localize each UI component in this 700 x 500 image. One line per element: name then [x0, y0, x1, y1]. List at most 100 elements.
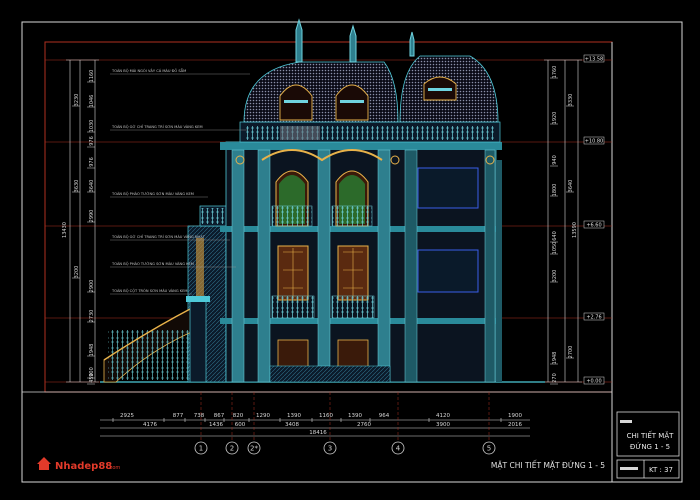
grid-axis-label: 1 — [199, 445, 203, 453]
right_dims_inner-value: 3200 — [552, 270, 558, 283]
level-marker-box — [583, 136, 605, 145]
title-block: CHI TIẾT MẶT ĐỨNG 1 - 5 KT : 37 — [616, 411, 680, 479]
dim-mid-value: 2760 — [357, 422, 371, 428]
right_dims_inner-value: 1800 — [552, 184, 558, 197]
sheet-title-line2: ĐỨNG 1 - 5 — [630, 442, 670, 451]
left_dims_inner-value: 976 — [89, 136, 95, 146]
dim-top-value: 738 — [194, 413, 205, 419]
left-inner-dimensions: 1160 1046 1030 976 976 3640 2990 2900 2730 1948 90… — [87, 70, 95, 385]
drawing-caption: MẶT CHI TIẾT MẶT ĐỨNG 1 - 5 — [491, 460, 605, 470]
dim-top-value: 820 — [233, 413, 244, 419]
left_dims_inner-value: 2900 — [89, 280, 95, 293]
grid-axis-bubble — [482, 441, 496, 455]
total-dimension: 18416 — [309, 430, 327, 436]
grid-axis-label: 2* — [250, 445, 258, 453]
material-note: TOÀN BỘ CỘT TRÒN SƠN MÀU VÀNG KEM — [111, 288, 187, 293]
middle-dimension-row: 4176 1436 600 3408 2760 3900 2016 — [143, 422, 522, 428]
grid-axis-bubble — [391, 441, 405, 455]
left-dimension-lines — [66, 59, 99, 383]
brand-suffix: .com — [108, 465, 120, 471]
left_dims_outer-value: 3630 — [74, 180, 80, 193]
grid-axis-bubble — [323, 441, 337, 455]
dim-top-value: 1900 — [508, 413, 522, 419]
horizontal-dimension-lines — [100, 419, 530, 437]
dim-top-value: 1290 — [256, 413, 270, 419]
right_dims_outer-value: 3330 — [568, 94, 574, 107]
material-note: TOÀN BỘ GỜ CHỈ TRANG TRÍ SƠN MÀU VÀNG NH… — [111, 234, 206, 239]
left_dims_inner-value: 2730 — [89, 310, 95, 323]
left_dims_inner-value: 3640 — [89, 180, 95, 193]
sheet-title-line1: CHI TIẾT MẶT — [627, 430, 675, 440]
left_dims_inner-value: 900 — [89, 367, 95, 377]
grid-axis-lines — [200, 392, 490, 441]
house-logo-icon — [37, 457, 51, 470]
dim-mid-value: 4176 — [143, 422, 157, 428]
dim-mid-value: 3900 — [436, 422, 450, 428]
grid-axis-bubble — [194, 441, 208, 455]
left_dims_inner-value: 1046 — [89, 95, 95, 108]
material-note: TOÀN BỘ PHÀO TƯỜNG SƠN MÀU VÀNG KEM — [111, 191, 194, 196]
left_dims_outer-value: 3230 — [74, 94, 80, 107]
level-marker-box — [583, 376, 605, 385]
right_dims_inner-value: 1050 — [552, 242, 558, 255]
level-value: +0.00 — [586, 379, 601, 385]
left_dims_inner-value: 450 — [89, 373, 95, 383]
left-total-dimension: 13430 — [62, 222, 68, 238]
material-notes: TOÀN BỘ MÁI NGÓI VẢY CÁ MÀU ĐỎ SẪM TOÀN B… — [111, 68, 206, 293]
brand-logo: Nhadep88 .com — [37, 457, 120, 472]
material-note: TOÀN BỘ GỜ CHỈ TRANG TRÍ SƠN MÀU VÀNG KE… — [111, 124, 203, 129]
grid-axis-bubble — [225, 441, 239, 455]
right_dims_inner-value: 1760 — [552, 66, 558, 79]
grid-axis-label: 4 — [396, 445, 401, 453]
sheet-code: KT : 37 — [649, 466, 673, 474]
level-value: +6.60 — [586, 223, 601, 229]
left_dims_inner-value: 976 — [89, 157, 95, 167]
top-dimension-row: 2925 877 738 867 820 1290 1390 1160 1390 964 4120 1… — [112, 413, 522, 422]
level-marker-box — [583, 220, 605, 229]
right_dims_inner-value: 1948 — [552, 352, 558, 365]
left_dims_inner-value: 2990 — [89, 210, 95, 223]
dim-mid-value: 3408 — [285, 422, 299, 428]
right_dims_inner-value: 270 — [552, 373, 558, 383]
material-note: TOÀN BỘ PHÀO TƯỜNG SƠN MÀU VÀNG KEM — [111, 261, 194, 266]
right_dims_outer-value: 3640 — [568, 180, 574, 193]
dim-top-value: 1390 — [348, 413, 362, 419]
left_dims_inner-value: 1160 — [89, 70, 95, 83]
grid-axis-label: 2 — [230, 445, 234, 453]
villa-elevation — [100, 18, 545, 383]
dim-top-value: 877 — [173, 413, 184, 419]
outer-frame — [21, 21, 683, 483]
dim-mid-value: 1436 — [209, 422, 223, 428]
right_dims_inner-value: 640 — [552, 231, 558, 241]
note-leaders — [110, 73, 250, 295]
level-value: +2.76 — [586, 315, 601, 321]
dim-top-value: 2925 — [120, 413, 134, 419]
level-marker-box — [583, 54, 605, 63]
grid-axis-bubble — [247, 441, 261, 455]
dim-top-value: 1390 — [287, 413, 301, 419]
grid-axis-label: 3 — [328, 445, 332, 453]
dim-top-value: 867 — [214, 413, 225, 419]
level-marker-box — [583, 312, 605, 321]
right_dims_inner-value: 940 — [552, 155, 558, 165]
material-note: TOÀN BỘ MÁI NGÓI VẢY CÁ MÀU ĐỎ SẪM — [111, 68, 186, 73]
dim-mid-value: 600 — [235, 422, 246, 428]
dim-mid-value: 2016 — [508, 422, 522, 428]
level-value: +10.80 — [585, 139, 604, 145]
right_dims_inner-value: 1920 — [552, 112, 558, 125]
left_dims_inner-value: 1030 — [89, 120, 95, 133]
right-outer-dimensions: 3330 3640 2700 — [566, 94, 574, 359]
dim-top-value: 964 — [379, 413, 390, 419]
dim-top-value: 4120 — [436, 413, 450, 419]
left_dims_outer-value: 3200 — [74, 266, 80, 279]
right_dims_outer-value: 2700 — [568, 346, 574, 359]
dim-top-value: 1160 — [319, 413, 333, 419]
brand-name: Nhadep88 — [55, 461, 112, 472]
level-value: +13.58 — [585, 57, 604, 63]
left-outer-dimensions: 3230 3630 3200 — [72, 94, 80, 279]
right-dimension-lines — [544, 59, 582, 383]
left_dims_inner-value: 1948 — [89, 344, 95, 357]
